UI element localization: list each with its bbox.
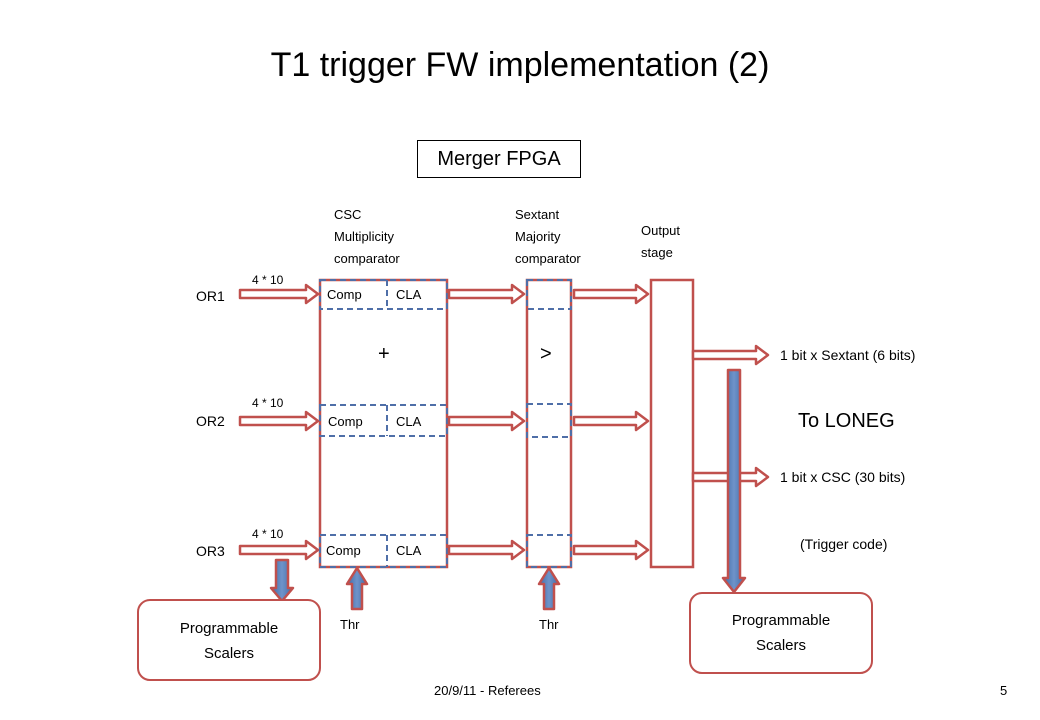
csc-label-line-2: Multiplicity [334, 229, 394, 244]
page-number: 5 [1000, 683, 1008, 698]
input-scalers-label: Programmable Scalers [138, 616, 320, 666]
output-scalers-label: Programmable Scalers [690, 608, 872, 658]
comp-cla-box-2 [319, 404, 448, 437]
sextant-output-label: 1 bit x Sextant (6 bits) [780, 347, 916, 363]
comp-label-2: Comp [328, 414, 363, 429]
csc-output-label: 1 bit x CSC (30 bits) [780, 469, 906, 485]
or1-width-label: 4 * 10 [252, 273, 284, 287]
output-label-line-1: Output [641, 223, 681, 238]
csc-threshold-arrow [345, 566, 369, 611]
csc-label-line-1: CSC [334, 207, 362, 222]
cla-label-2: CLA [396, 414, 422, 429]
sextant-to-output-arrow-1 [572, 283, 650, 305]
slide-title: T1 trigger FW implementation (2) [270, 46, 770, 84]
output-stage-label: Output stage [641, 220, 680, 264]
csc-to-sextant-arrow-1 [447, 283, 526, 305]
comp-cla-box-3 [319, 534, 448, 568]
output-scalers-line-2: Scalers [755, 637, 807, 654]
sextant-threshold-label: Thr [539, 617, 559, 632]
sextant-comparator-box [525, 278, 573, 569]
or2-width-label: 4 * 10 [252, 396, 284, 410]
sextant-dashed-box-3 [526, 534, 572, 568]
sextant-to-output-arrow-2 [572, 410, 650, 432]
or2-label: OR2 [196, 413, 225, 429]
comp-label-1: Comp [327, 287, 362, 302]
merger-fpga-label: Merger FPGA [417, 140, 581, 178]
trigger-code-label: (Trigger code) [800, 536, 888, 552]
input-scalers-line-1: Programmable [179, 620, 279, 637]
csc-threshold-label: Thr [340, 617, 360, 632]
sextant-to-output-arrow-3 [572, 539, 650, 561]
cla-label-3: CLA [396, 543, 422, 558]
or1-label: OR1 [196, 288, 225, 304]
output-scalers-line-1: Programmable [731, 612, 831, 629]
csc-to-sextant-arrow-2 [447, 410, 526, 432]
input-scalers-line-2: Scalers [203, 645, 255, 662]
greater-symbol: > [540, 343, 552, 365]
input-scalers-box [137, 599, 321, 681]
or3-input-arrow [238, 539, 320, 561]
or2-input-arrow [238, 410, 320, 432]
output-label-line-2: stage [641, 245, 673, 260]
comp-cla-box-1 [319, 279, 448, 310]
sextant-label-line-1: Sextant [515, 207, 560, 222]
input-scalers-arrow [269, 558, 295, 603]
merger-fpga-text: Merger FPGA [437, 147, 561, 170]
plus-symbol: + [378, 343, 390, 365]
output-scalers-box [689, 592, 873, 674]
or1-input-arrow [238, 283, 320, 305]
sextant-output-arrow [691, 344, 770, 366]
sextant-label-line-2: Majority [515, 229, 561, 244]
sextant-threshold-arrow [537, 566, 561, 611]
output-scalers-arrow [721, 368, 747, 594]
sextant-label-line-3: comparator [515, 251, 581, 266]
loneg-label: To LONEG [798, 410, 895, 432]
sextant-dashed-box-2 [526, 403, 572, 438]
csc-comparator-label: CSC Multiplicity comparator [334, 204, 400, 270]
output-stage-box [649, 278, 695, 569]
csc-comparator-box [318, 278, 449, 569]
csc-to-sextant-arrow-3 [447, 539, 526, 561]
footer-date: 20/9/11 - Referees [434, 683, 541, 698]
or3-label: OR3 [196, 543, 225, 559]
csc-label-line-3: comparator [334, 251, 400, 266]
or3-width-label: 4 * 10 [252, 527, 284, 541]
sextant-comparator-label: Sextant Majority comparator [515, 204, 581, 270]
comp-label-3: Comp [326, 543, 361, 558]
cla-label-1: CLA [396, 287, 422, 302]
sextant-dashed-box-1 [526, 279, 572, 310]
